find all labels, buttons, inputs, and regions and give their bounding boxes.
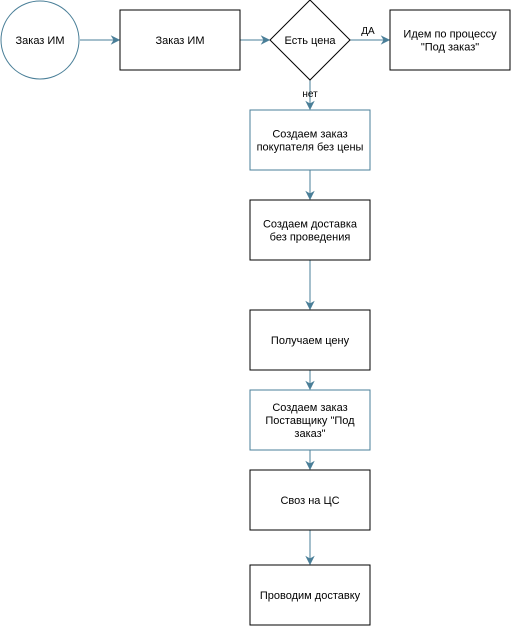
node-shape-rect	[249, 389, 371, 451]
arrowhead-icon	[260, 35, 271, 45]
arrowhead-icon	[305, 300, 315, 311]
edge-create-supplier-order-to-transfer-to-dc	[305, 450, 315, 471]
arrowhead-icon	[305, 380, 315, 391]
arrowhead-icon	[305, 555, 315, 566]
node-label-line: Создаем заказ	[272, 402, 347, 414]
node-shape-rect	[249, 199, 371, 261]
node-label-line: Своз на ЦС	[280, 495, 339, 507]
edge-order-to-decision	[240, 35, 271, 45]
node-process-under-order: Идем по процессу"Под заказ"	[389, 9, 511, 71]
edge-transfer-to-dc-to-post-delivery	[305, 530, 315, 566]
edges-layer: ДА нет	[80, 26, 391, 566]
node-label-line: Создаем доставка	[263, 219, 358, 231]
node-get-price: Получаем цену	[249, 309, 371, 371]
arrowhead-icon	[110, 35, 121, 45]
node-shape-circle	[0, 0, 80, 80]
edge-create-delivery-to-get-price	[305, 260, 315, 311]
node-shape-rect	[389, 9, 511, 71]
node-shape-rect	[249, 469, 371, 531]
edge-decision-to-process-under-order: ДА	[350, 26, 391, 45]
node-label-line: Получаем цену	[271, 335, 350, 347]
node-shape-rect	[249, 109, 371, 171]
node-shape-rect	[249, 564, 371, 626]
node-label-line: Создаем заказ	[272, 129, 347, 141]
node-label-line: заказ"	[294, 428, 325, 440]
node-shape-rect	[119, 9, 241, 71]
node-post-delivery: Проводим доставку	[249, 564, 371, 626]
edge-decision-to-create-customer-order: нет	[302, 80, 318, 111]
node-transfer-to-dc: Своз на ЦС	[249, 469, 371, 531]
node-shape-rect	[249, 309, 371, 371]
node-label-line: Проводим доставку	[260, 590, 361, 602]
edge-get-price-to-create-supplier-order	[305, 370, 315, 391]
node-label-line: без проведения	[270, 232, 351, 244]
arrowhead-icon	[305, 190, 315, 201]
node-label-line: Есть цена	[284, 35, 336, 47]
node-order: Заказ ИМ	[119, 9, 241, 71]
arrowhead-icon	[380, 35, 391, 45]
arrowhead-icon	[305, 100, 315, 111]
edge-label: ДА	[361, 26, 375, 37]
node-start: Заказ ИМ	[0, 0, 80, 80]
node-shape-diamond	[269, 0, 351, 81]
node-label-line: Поставщику "Под	[265, 415, 355, 427]
node-decision: Есть цена	[269, 0, 351, 81]
edge-start-to-order	[80, 35, 121, 45]
node-label-line: "Под заказ"	[421, 42, 479, 54]
node-label-line: Заказ ИМ	[16, 35, 65, 47]
node-label-line: Идем по процессу	[403, 29, 497, 41]
node-label-line: покупателя без цены	[257, 142, 364, 154]
arrowhead-icon	[305, 460, 315, 471]
edge-label: нет	[302, 89, 318, 100]
edge-create-customer-order-to-create-delivery	[305, 170, 315, 201]
node-label-line: Заказ ИМ	[156, 35, 205, 47]
